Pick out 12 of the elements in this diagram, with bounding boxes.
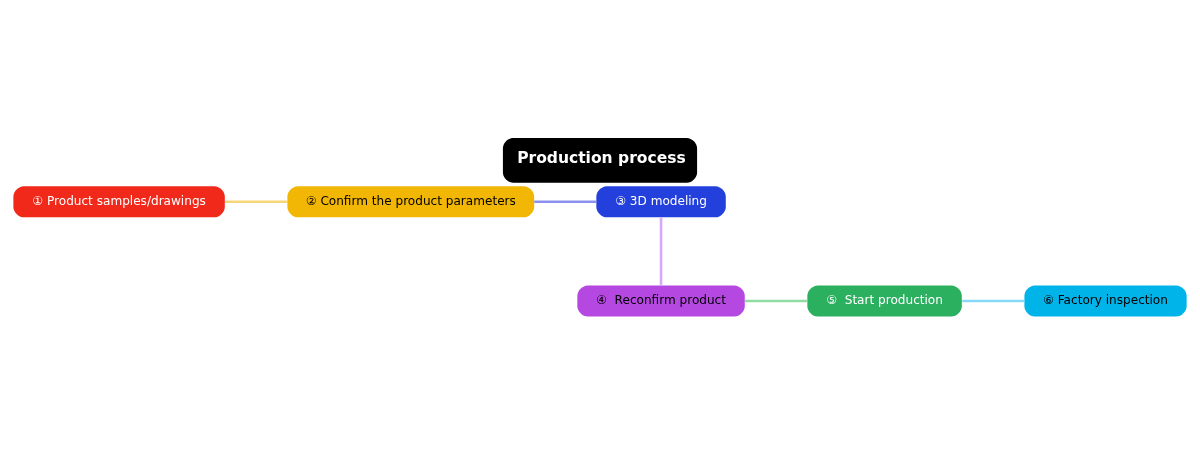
diagram-title: Production process — [517, 148, 686, 167]
node-box: ① Product samples/drawings — [13, 185, 225, 217]
node-box: ② Confirm the product parameters — [287, 185, 535, 217]
node-box: ⑤ Start production — [807, 285, 962, 317]
connector — [534, 199, 597, 203]
node-box: ④ Reconfirm product — [577, 285, 745, 317]
connector — [744, 299, 808, 302]
node-box: ⑥ Factory inspection — [1024, 285, 1187, 317]
connector — [962, 299, 1025, 302]
connector — [659, 216, 663, 285]
connector — [225, 199, 288, 203]
node-box: ③ 3D modeling — [596, 185, 726, 217]
